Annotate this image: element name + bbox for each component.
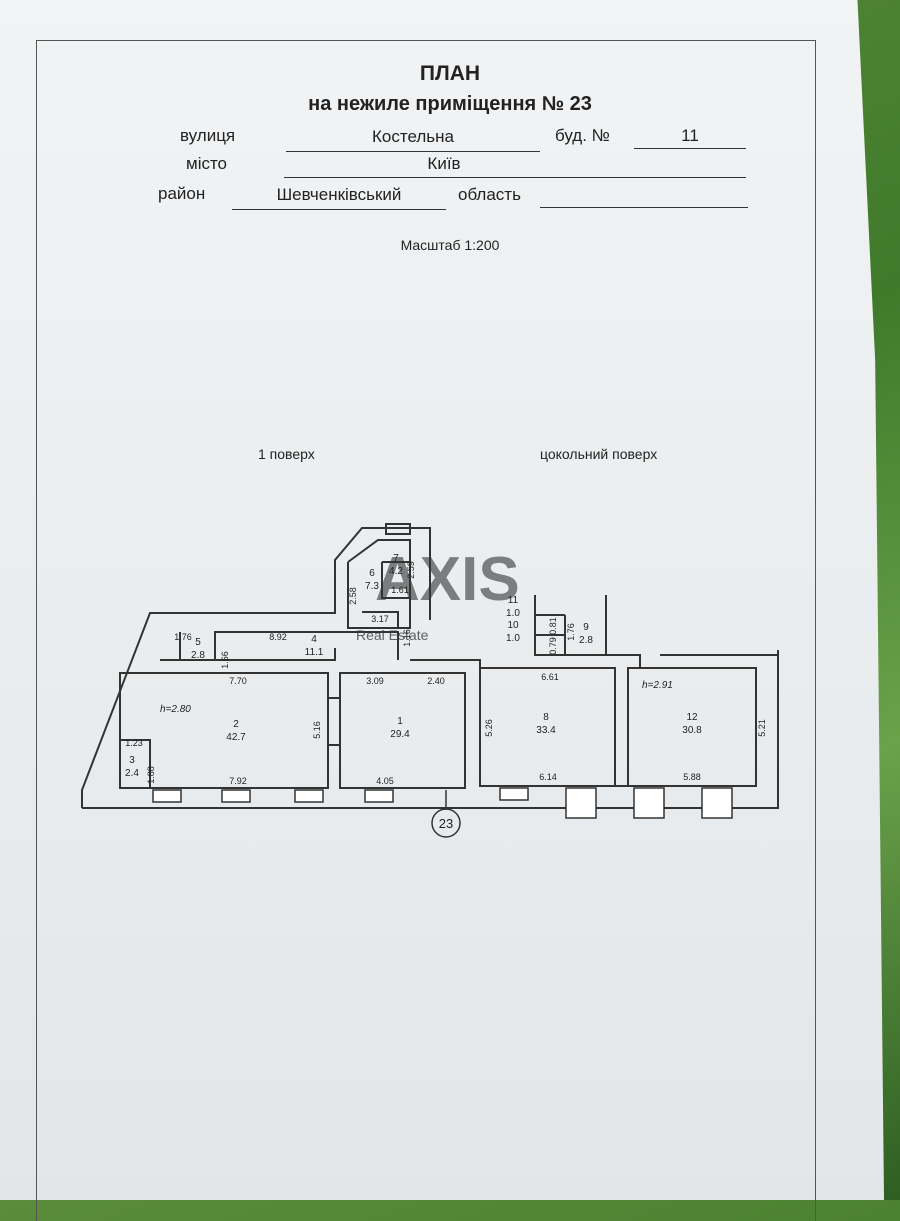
room-8-id: 8	[543, 712, 549, 723]
watermark: AXIS	[375, 545, 520, 614]
dim-3-09: 3.09	[366, 676, 384, 686]
building-value: 11	[681, 126, 699, 145]
dim-5-88: 5.88	[683, 772, 701, 782]
height-left: h=2.80	[160, 704, 191, 715]
dim-5-26: 5.26	[484, 719, 494, 737]
room-5-id: 5	[195, 637, 201, 648]
first-floor-label: 1 поверх	[258, 446, 315, 462]
district-underline	[232, 209, 446, 210]
region-underline	[540, 207, 748, 208]
room-4-id: 4	[311, 634, 317, 645]
room-2-id: 2	[233, 719, 239, 730]
region-label: область	[458, 185, 521, 204]
dimension-labels: 7.70 3.09 2.40 6.61 5.16 5.26 5.21 7.92 …	[125, 561, 767, 786]
dim-6-14: 6.14	[539, 772, 557, 782]
dim-1-76: 1.76	[174, 632, 192, 642]
street-label: вулиця	[180, 126, 236, 145]
room-12-id: 12	[686, 712, 698, 723]
room-10-id: 10	[507, 620, 519, 631]
dim-2-40: 2.40	[427, 676, 445, 686]
dim-5-16: 5.16	[312, 721, 322, 739]
plan-walls	[81, 523, 779, 809]
room-8-area: 33.4	[536, 725, 556, 736]
dim-2-58: 2.58	[348, 587, 358, 605]
dim-0-79: 0.79	[548, 637, 558, 655]
building-underline	[634, 148, 746, 149]
dim-8-92: 8.92	[269, 632, 287, 642]
dim-4-05: 4.05	[376, 776, 394, 786]
dim-1-61: 1.61	[391, 585, 409, 595]
dim-5-21: 5.21	[757, 719, 767, 737]
district-value: Шевченківський	[276, 185, 402, 204]
city-value: Київ	[427, 154, 461, 173]
dim-1-23: 1.23	[125, 738, 143, 748]
scale-label: Масштаб 1:200	[400, 237, 500, 253]
paper-sheet	[0, 0, 884, 1200]
room-10-area: 1.0	[506, 633, 520, 644]
room-7-area: 4.2	[389, 566, 403, 577]
room-2-area: 42.7	[226, 732, 246, 743]
dim-2-59: 2.59	[406, 561, 416, 579]
watermark-sub: Real Estate	[356, 627, 429, 643]
room-4-area: 11.1	[305, 647, 324, 658]
basement-floor-label: цокольний поверх	[540, 446, 658, 462]
room-labels: 1 29.4 2 42.7 3 2.4 4 11.1 5 2.8 6 7.3 7…	[125, 553, 702, 779]
room-11-id: 11	[508, 595, 519, 606]
city-underline	[284, 177, 746, 178]
dim-1-16: 1.16	[402, 629, 412, 647]
room-7-id: 7	[393, 553, 399, 564]
room-11-area: 1.0	[506, 608, 520, 619]
dim-1-76b: 1.76	[566, 623, 576, 641]
room-12-area: 30.8	[682, 725, 702, 736]
street-value: Костельна	[372, 127, 454, 146]
dim-6-61: 6.61	[541, 672, 559, 682]
room-6-id: 6	[369, 568, 375, 579]
city-label: місто	[186, 154, 228, 173]
dim-1-88: 1.88	[146, 766, 156, 784]
document-title: ПЛАН	[419, 62, 481, 85]
dim-1-66: 1.66	[220, 651, 230, 669]
dim-0-81: 0.81	[548, 617, 558, 635]
entrance-marker	[431, 808, 461, 838]
room-1-id: 1	[397, 716, 403, 727]
unit-number: 23	[439, 816, 453, 831]
room-9-area: 2.8	[579, 635, 593, 646]
dim-7-92: 7.92	[229, 776, 247, 786]
dim-3-17: 3.17	[371, 614, 389, 624]
room-3-id: 3	[129, 755, 135, 766]
district-label: район	[158, 184, 206, 203]
room-9-id: 9	[583, 622, 589, 633]
dim-7-70: 7.70	[229, 676, 247, 686]
building-label: буд. №	[555, 126, 610, 145]
document-frame	[36, 40, 816, 1221]
room-5-area: 2.8	[191, 650, 205, 661]
room-6-area: 7.3	[365, 581, 379, 592]
street-underline	[286, 151, 540, 152]
height-right: h=2.91	[642, 680, 673, 691]
windows	[152, 787, 733, 819]
room-1-area: 29.4	[390, 729, 410, 740]
document-subtitle: на нежиле приміщення № 23	[308, 93, 592, 115]
room-3-area: 2.4	[125, 768, 139, 779]
